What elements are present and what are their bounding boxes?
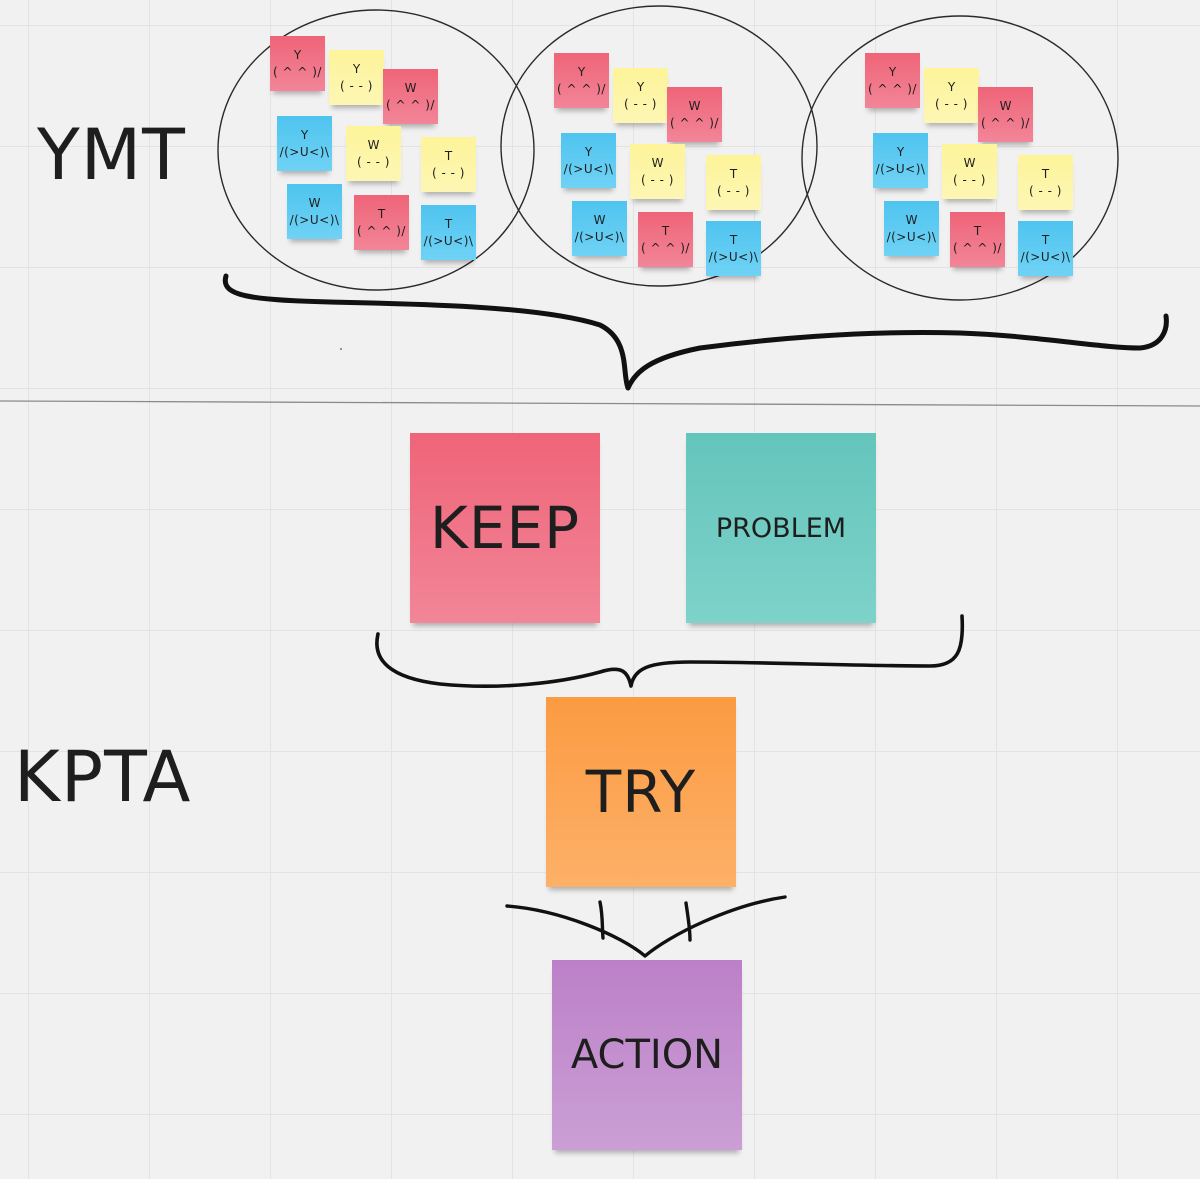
action-sticky-note[interactable]: ACTION (552, 960, 742, 1150)
note-face: ( ^ ^ )/ (670, 115, 719, 130)
sticky-note[interactable]: W ( ^ ^ )/ (978, 87, 1033, 142)
sticky-note[interactable]: W ( ^ ^ )/ (383, 69, 438, 124)
problem-label: PROBLEM (715, 512, 847, 544)
sticky-note[interactable]: Y ( ^ ^ )/ (270, 36, 325, 91)
note-letter: T (661, 223, 670, 238)
note-letter: T (377, 206, 386, 221)
sticky-note[interactable]: T /(>U<)\ (706, 221, 761, 276)
note-letter: T (973, 223, 982, 238)
top-brace[interactable] (222, 273, 1169, 391)
middle-brace[interactable] (375, 614, 965, 688)
sticky-note[interactable]: T ( ^ ^ )/ (354, 195, 409, 250)
problem-sticky-note[interactable]: PROBLEM (686, 433, 876, 623)
note-face: ( ^ ^ )/ (981, 115, 1030, 130)
action-label: ACTION (570, 1032, 724, 1078)
note-face: ( - - ) (953, 172, 986, 187)
note-letter: W (963, 155, 976, 170)
note-face: ( ^ ^ )/ (386, 97, 435, 112)
note-letter: T (444, 148, 453, 163)
sticky-note[interactable]: Y ( - - ) (924, 68, 979, 123)
note-face: ( - - ) (935, 96, 968, 111)
sticky-note[interactable]: T ( ^ ^ )/ (638, 212, 693, 267)
note-letter: T (729, 232, 738, 247)
sticky-note[interactable]: T ( - - ) (706, 155, 761, 210)
note-letter: W (905, 212, 918, 227)
kpta-section-label: KPTA (14, 736, 192, 818)
note-face: /(>U<)\ (279, 144, 330, 159)
note-letter: Y (300, 127, 309, 142)
note-face: ( ^ ^ )/ (641, 240, 690, 255)
note-letter: W (651, 155, 664, 170)
note-face: ( - - ) (1029, 183, 1062, 198)
sticky-note[interactable]: T ( ^ ^ )/ (950, 212, 1005, 267)
note-face: /(>U<)\ (1020, 249, 1071, 264)
note-face: ( ^ ^ )/ (953, 240, 1002, 255)
sticky-note[interactable]: W ( - - ) (346, 126, 401, 181)
note-letter: T (729, 166, 738, 181)
try-sticky-note[interactable]: TRY (546, 697, 736, 887)
sticky-note[interactable]: W ( - - ) (942, 144, 997, 199)
note-face: ( - - ) (717, 183, 750, 198)
stray-dot (340, 348, 342, 350)
section-divider (0, 400, 1200, 407)
note-letter: Y (352, 61, 361, 76)
sticky-note[interactable]: W /(>U<)\ (287, 184, 342, 239)
note-face: ( ^ ^ )/ (273, 64, 322, 79)
sticky-note[interactable]: W /(>U<)\ (884, 201, 939, 256)
note-face: ( ^ ^ )/ (357, 223, 406, 238)
sticky-note[interactable]: Y /(>U<)\ (873, 133, 928, 188)
converge-lines[interactable] (505, 895, 787, 958)
note-face: ( - - ) (340, 78, 373, 93)
note-face: /(>U<)\ (423, 233, 474, 248)
sticky-note[interactable]: T ( - - ) (1018, 155, 1073, 210)
sticky-note[interactable]: Y /(>U<)\ (561, 133, 616, 188)
note-letter: Y (947, 79, 956, 94)
note-face: /(>U<)\ (886, 229, 937, 244)
note-letter: W (593, 212, 606, 227)
note-face: /(>U<)\ (574, 229, 625, 244)
note-face: ( - - ) (641, 172, 674, 187)
keep-label: KEEP (429, 494, 581, 562)
note-face: /(>U<)\ (708, 249, 759, 264)
note-letter: Y (577, 64, 586, 79)
note-letter: W (688, 98, 701, 113)
keep-sticky-note[interactable]: KEEP (410, 433, 600, 623)
note-letter: W (999, 98, 1012, 113)
ymt-section-label: YMT (37, 114, 186, 196)
note-face: ( - - ) (357, 154, 390, 169)
note-face: ( ^ ^ )/ (557, 81, 606, 96)
note-face: ( ^ ^ )/ (868, 81, 917, 96)
sticky-note[interactable]: W ( ^ ^ )/ (667, 87, 722, 142)
note-letter: W (404, 80, 417, 95)
note-letter: Y (636, 79, 645, 94)
sticky-note[interactable]: Y /(>U<)\ (277, 116, 332, 171)
sticky-note[interactable]: Y ( ^ ^ )/ (865, 53, 920, 108)
note-face: /(>U<)\ (563, 161, 614, 176)
note-letter: Y (888, 64, 897, 79)
note-face: ( - - ) (432, 165, 465, 180)
sticky-note[interactable]: T /(>U<)\ (421, 205, 476, 260)
note-letter: W (367, 137, 380, 152)
sticky-note[interactable]: T ( - - ) (421, 137, 476, 192)
note-letter: Y (293, 47, 302, 62)
sticky-note[interactable]: W ( - - ) (630, 144, 685, 199)
sticky-note[interactable]: T /(>U<)\ (1018, 221, 1073, 276)
try-label: TRY (585, 758, 697, 826)
note-face: /(>U<)\ (289, 212, 340, 227)
note-face: ( - - ) (624, 96, 657, 111)
note-letter: W (308, 195, 321, 210)
note-face: /(>U<)\ (875, 161, 926, 176)
sticky-note[interactable]: Y ( - - ) (329, 50, 384, 105)
sticky-note[interactable]: Y ( ^ ^ )/ (554, 53, 609, 108)
note-letter: T (1041, 166, 1050, 181)
note-letter: Y (584, 144, 593, 159)
note-letter: T (444, 216, 453, 231)
note-letter: T (1041, 232, 1050, 247)
note-letter: Y (896, 144, 905, 159)
sticky-note[interactable]: Y ( - - ) (613, 68, 668, 123)
sticky-note[interactable]: W /(>U<)\ (572, 201, 627, 256)
